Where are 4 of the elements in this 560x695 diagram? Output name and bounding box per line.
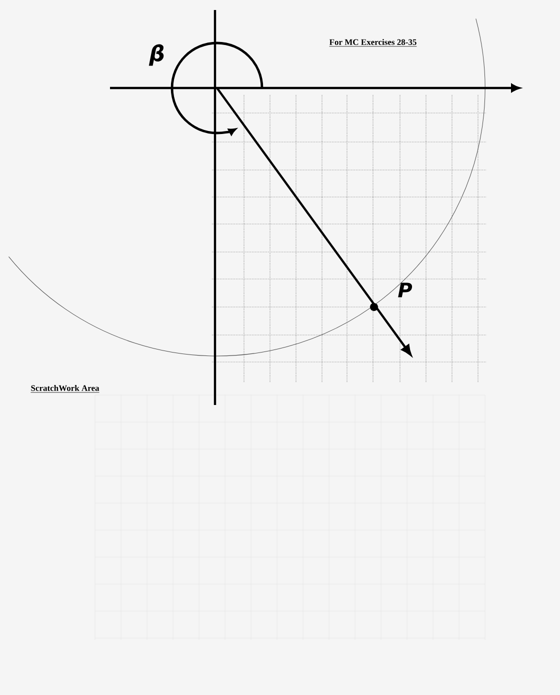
angle-label: β: [148, 44, 164, 66]
heading: For MC Exercises 28-35: [329, 39, 417, 47]
point-label: P: [398, 282, 412, 298]
heading: ScratchWork Area: [30, 385, 100, 393]
